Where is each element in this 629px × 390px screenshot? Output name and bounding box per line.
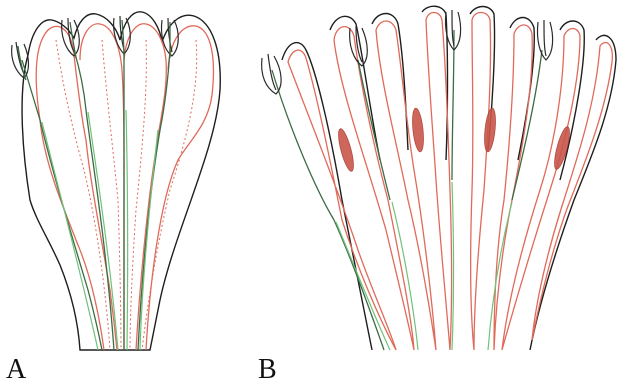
panel-a-vein-3 [130,40,146,350]
panel-b-petal-8 [532,43,612,340]
panel-a-style-3 [126,110,128,350]
panel-label-b: B [258,356,277,384]
panel-a-petal-4 [146,26,213,350]
panel-b-stamen-3 [452,30,454,180]
panel-b-ovule-2 [411,108,426,153]
panel-label-a: A [6,356,26,384]
panel-b-style-1 [336,222,390,350]
panel-a-petal-1 [36,26,117,350]
panel-b-ovule-1 [335,127,356,172]
panel-a-style-1 [42,122,98,350]
panel-b-anther-4 [537,20,552,60]
panel-b-ovule-3 [483,108,498,153]
panel-b-diagram [262,6,616,350]
panel-b-style-3 [452,182,454,350]
panel-b-petal-3 [376,21,436,350]
panel-a-diagram [12,12,221,350]
panel-b-petal-5 [471,13,491,351]
panel-a-anther-3 [114,16,131,56]
panel-b-petal-6 [494,25,532,350]
